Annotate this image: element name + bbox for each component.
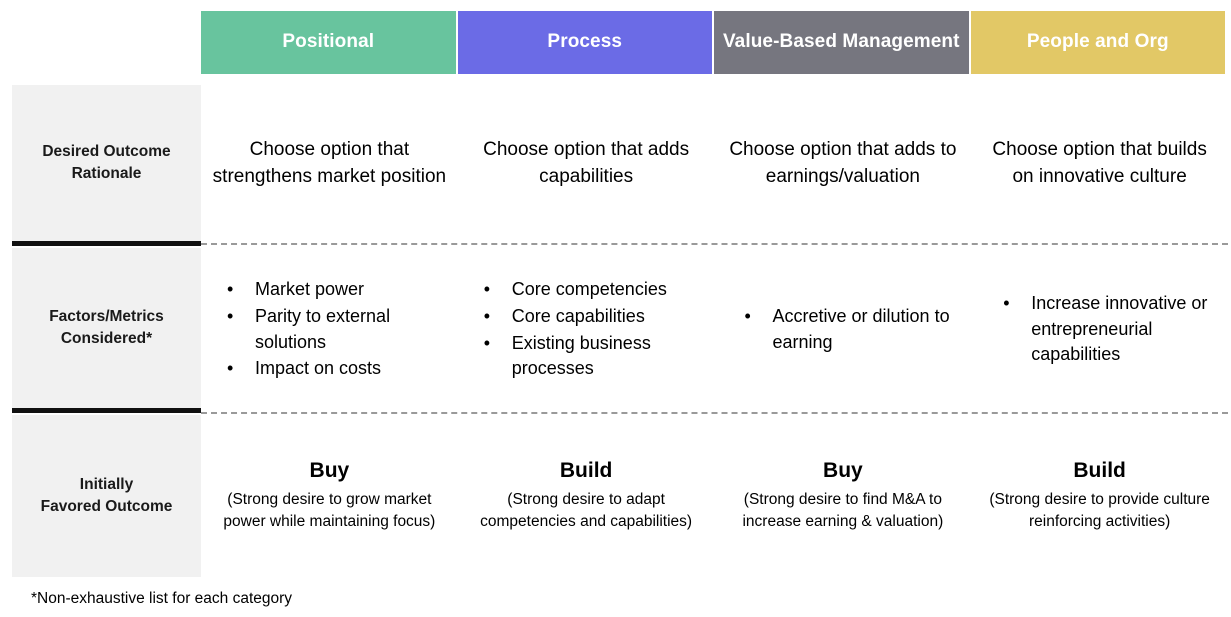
cell-outcome-positional: Buy (Strong desire to grow market power … [201, 415, 458, 577]
bullet-item-label: Market power [255, 279, 365, 300]
column-header-value-based-management-label: Value-Based Management [722, 31, 960, 53]
cell-desired-outcome-positional: Choose option that strengthens market po… [201, 85, 458, 243]
bullet-list-value-based-management: • Accretive or dilution to earning [725, 304, 962, 356]
bullet-item: • Core competencies [476, 277, 705, 303]
cell-desired-outcome-positional-text: Choose option that strengthens market po… [212, 139, 447, 187]
cell-outcome-process-detail: (Strong desire to adapt competencies and… [480, 490, 693, 531]
cell-outcome-value-based-management-detail: (Strong desire to find M&A to increase e… [742, 490, 944, 531]
column-header-value-based-management: Value-Based Management [714, 11, 969, 74]
cell-factors-process: • Core competencies • Core capabilities • Exi… [458, 248, 715, 412]
cell-desired-outcome-process: Choose option that adds capabilities [458, 85, 715, 243]
cell-outcome-positional-title: Buy [309, 459, 350, 483]
cell-desired-outcome-value-based-management: Choose option that adds to earnings/valu… [715, 85, 972, 243]
cell-outcome-process: Build (Strong desire to adapt competenci… [458, 415, 715, 577]
bullet-item-label: Core capabilities [511, 305, 645, 326]
row-desired-outcome-rationale: Choose option that strengthens market po… [201, 85, 1228, 243]
row-separator-dashed-lower [201, 412, 1228, 414]
column-header-people-and-org: People and Org [970, 11, 1225, 74]
cell-outcome-people-and-org-detail: (Strong desire to provide culture reinfo… [989, 490, 1210, 531]
cell-desired-outcome-people-and-org: Choose option that builds on innovative … [971, 85, 1228, 243]
bullet-item: • Impact on costs [219, 356, 448, 382]
cell-outcome-people-and-org: Build (Strong desire to provide culture … [971, 415, 1228, 577]
cell-outcome-value-based-management: Buy (Strong desire to find M&A to increa… [715, 415, 972, 577]
bullet-item-label: Accretive or dilution to earning [772, 305, 950, 352]
cell-desired-outcome-process-text: Choose option that adds capabilities [483, 139, 690, 187]
cell-factors-value-based-management: • Accretive or dilution to earning [715, 248, 972, 412]
bullet-dot-icon: • [227, 358, 234, 379]
column-header-process: Process [457, 11, 712, 74]
footnote-non-exhaustive: *Non-exhaustive list for each category [31, 590, 293, 607]
bullet-dot-icon: • [227, 305, 234, 326]
bullet-item-label: Parity to external solutions [255, 305, 391, 352]
bullet-dot-icon: • [1003, 293, 1010, 314]
row-initially-favored-outcome: Buy (Strong desire to grow market power … [201, 415, 1228, 577]
column-header-positional-label: Positional [282, 31, 375, 53]
row-label-factors-metrics-considered-text: Factors/Metrics Considered* [49, 307, 164, 347]
bullet-item: • Core capabilities [476, 304, 705, 330]
cell-desired-outcome-people-and-org-text: Choose option that builds on innovative … [992, 139, 1207, 187]
bullet-item: • Accretive or dilution to earning [737, 304, 962, 355]
bullet-dot-icon: • [483, 332, 491, 353]
cell-outcome-process-title: Build [559, 459, 613, 483]
row-label-factors-metrics-considered: Factors/Metrics Considered* [12, 248, 201, 413]
cell-outcome-people-and-org-title: Build [1073, 459, 1126, 483]
row-separator-dashed-upper [201, 243, 1228, 245]
bullet-list-positional: • Market power • Parity to external solutio… [211, 277, 448, 382]
bullet-item: • Market power [219, 277, 448, 303]
cell-factors-people-and-org: • Increase innovative or entrepreneurial … [971, 248, 1228, 412]
bullet-item: • Increase innovative or entrepreneurial … [995, 291, 1218, 368]
bullet-item-label: Core competencies [511, 279, 667, 300]
bullet-dot-icon: • [227, 279, 234, 300]
bullet-item-label: Increase innovative or entrepreneurial c… [1031, 293, 1208, 365]
cell-outcome-value-based-management-title: Buy [823, 459, 863, 483]
cell-outcome-positional-detail: (Strong desire to grow market power whil… [223, 490, 436, 531]
bullet-list-process: • Core competencies • Core capabilities • Exi… [468, 277, 705, 382]
bullet-list-people-and-org: • Increase innovative or entrepreneurial … [981, 291, 1218, 369]
row-factors-metrics-considered: • Market power • Parity to external solutio… [201, 248, 1228, 412]
bullet-item: • Parity to external solutions [219, 304, 448, 355]
bullet-dot-icon: • [483, 279, 491, 300]
bullet-item-label: Existing business processes [511, 332, 651, 379]
bullet-dot-icon: • [744, 305, 751, 326]
column-header-process-label: Process [547, 31, 623, 53]
bullet-item: • Existing business processes [476, 331, 705, 382]
bullet-dot-icon: • [483, 305, 491, 326]
column-header-people-and-org-label: People and Org [1026, 31, 1169, 53]
column-header-positional: Positional [201, 11, 456, 74]
cell-desired-outcome-value-based-management-text: Choose option that adds to earnings/valu… [729, 139, 957, 187]
column-header-row: Positional Process Value-Based Managemen… [201, 11, 1225, 74]
bullet-item-label: Impact on costs [255, 358, 382, 379]
cell-factors-positional: • Market power • Parity to external solutio… [201, 248, 458, 412]
